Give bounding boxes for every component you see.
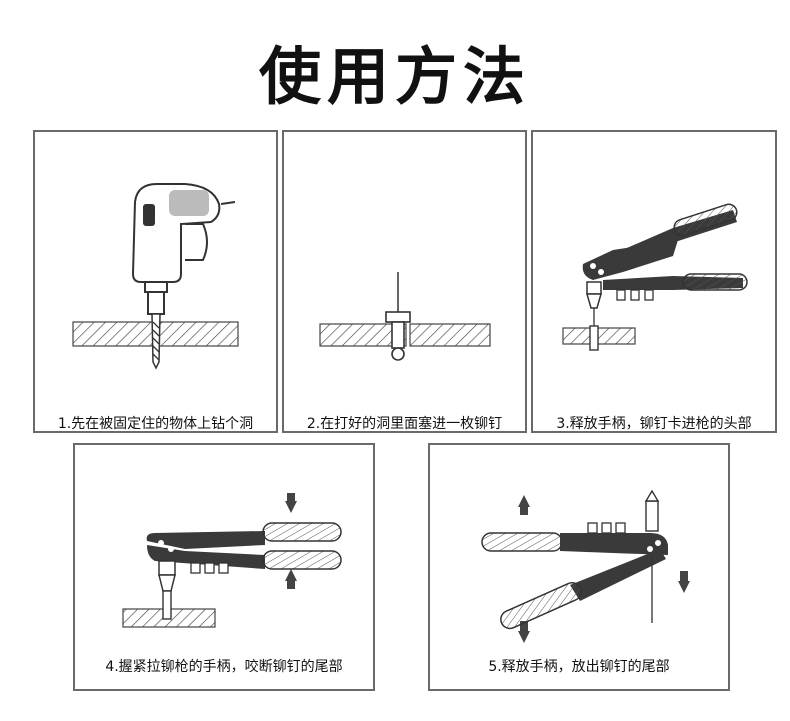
rivet-gun-squeeze-icon [122,493,342,628]
rivet-icon [319,272,491,361]
drill-icon [72,183,239,370]
step-1-caption: 1.先在被固定住的物体上钻个洞 [57,416,254,432]
step-4-panel: 4.握紧拉铆枪的手柄，咬断铆钉的尾部 [73,443,375,691]
step-4-caption: 4.握紧拉铆枪的手柄，咬断铆钉的尾部 [105,659,343,675]
step-2-caption: 2.在打好的洞里面塞进一枚铆钉 [306,416,503,432]
page-title: 使用方法 [258,40,531,113]
rivet-gun-open-icon [562,203,748,351]
step-1-panel: 1.先在被固定住的物体上钻个洞 [33,130,278,433]
step-5-panel: 5.释放手柄，放出铆钉的尾部 [428,443,730,691]
step-2-panel: 2.在打好的洞里面塞进一枚铆钉 [282,130,527,433]
step-3-caption: 3.释放手柄，铆钉卡进枪的头部 [556,416,752,432]
rivet-gun-release-icon [481,489,690,643]
step-3-panel: 3.释放手柄，铆钉卡进枪的头部 [531,130,777,433]
step-5-caption: 5.释放手柄，放出铆钉的尾部 [488,659,670,675]
